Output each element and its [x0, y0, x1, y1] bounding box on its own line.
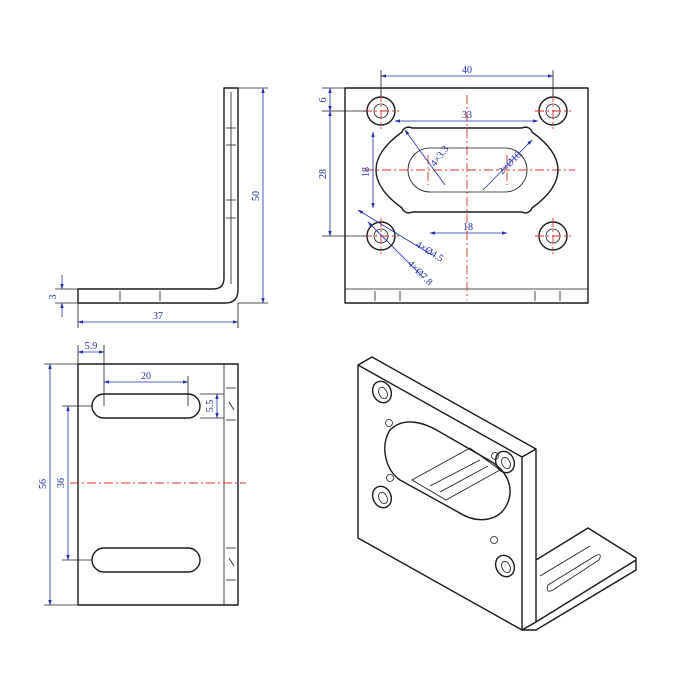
- label-hole-dia: 4×Ø4.5: [414, 239, 446, 264]
- front-plate: [344, 87, 589, 304]
- base-slot-top: [91, 393, 201, 419]
- dim-slot-width: 5.5: [205, 400, 216, 413]
- counterbore-holes: [363, 93, 571, 254]
- dim-thickness: 3: [48, 295, 59, 300]
- dim-hole-spacing-y: 28: [318, 169, 329, 179]
- dim-top-offset: 6: [318, 98, 329, 103]
- base-slot-bottom: [91, 547, 201, 573]
- inner-slot: [407, 147, 528, 193]
- dim-height: 50: [251, 191, 262, 201]
- bottom-view: 5.9 20 5.5 56 36: [38, 341, 246, 606]
- side-view: 50 37 3: [48, 87, 268, 328]
- iso-base-plate: [521, 527, 637, 631]
- dim-slot-spacing-x: 33: [462, 110, 472, 121]
- base-hidden-marks: [226, 387, 236, 581]
- dim-total-length: 56: [38, 479, 49, 489]
- dim-slot-spacing: 36: [56, 478, 67, 488]
- dim-edge-offset: 5.9: [85, 341, 98, 352]
- iso-front-face: [357, 364, 523, 631]
- center-cutout: [375, 126, 559, 214]
- label-center-circles: 2×Ø10: [496, 149, 523, 176]
- dim-hole-spacing-x: 40: [462, 65, 472, 76]
- dim-length: 37: [153, 311, 163, 322]
- dim-slot-length: 20: [141, 371, 151, 382]
- dim-slot-height: 18: [361, 167, 372, 177]
- bend-hidden-marks: [374, 291, 561, 301]
- iso-base-slot: [546, 554, 601, 592]
- bracket-profile: [77, 87, 239, 304]
- isometric-view: [357, 356, 637, 631]
- base-plate: [77, 363, 239, 606]
- hidden-slot-marks: [119, 127, 236, 301]
- front-view: 40 33 6 28 18 18 4×3.3 2×Ø10 4×Ø4.5 4×Ø7…: [318, 65, 589, 304]
- iso-center-cutout: [384, 421, 511, 521]
- label-counterbore-dia: 4×Ø7.8: [405, 259, 434, 288]
- dim-slot-width: 18: [463, 222, 473, 233]
